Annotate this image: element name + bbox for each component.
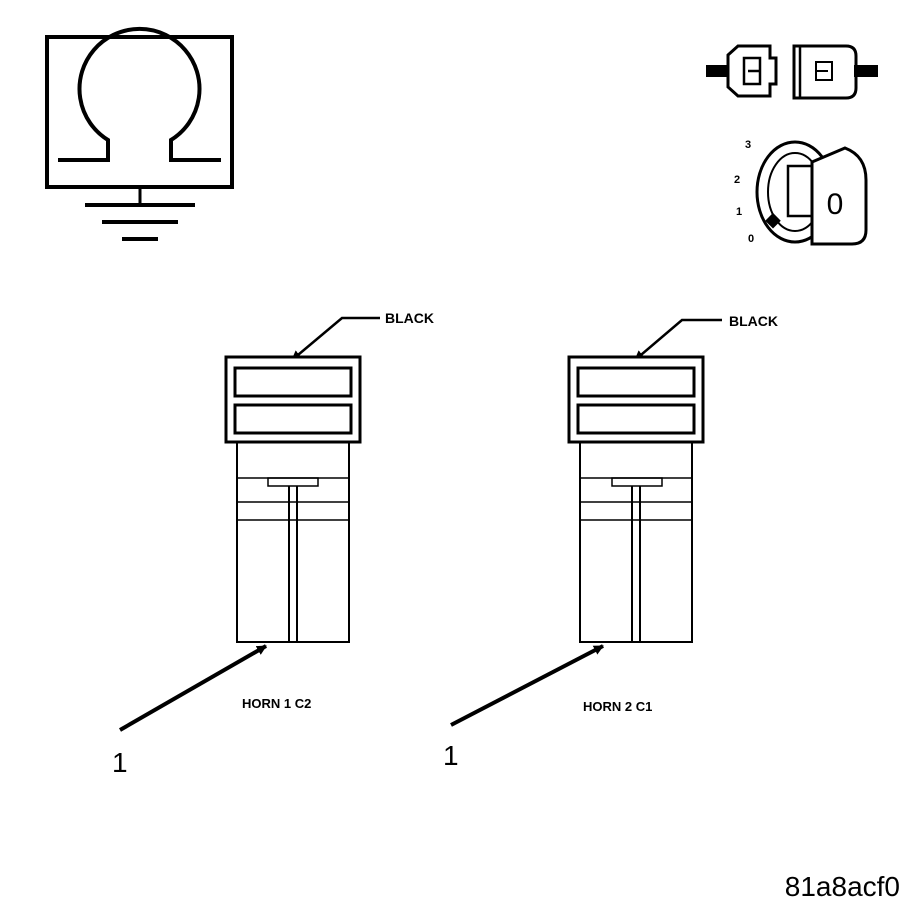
connector-color-label: BLACK (729, 313, 778, 329)
ignition-key-icon: 3 2 1 0 0 (734, 139, 868, 246)
callout-number: 1 (443, 740, 459, 771)
key-position-2: 2 (734, 174, 740, 186)
connector-disconnect-icon (706, 44, 878, 100)
key-position-indicator (765, 212, 781, 229)
key-label: 0 (827, 188, 844, 221)
connector-color-label: BLACK (385, 310, 434, 326)
key-position-1: 1 (736, 206, 742, 218)
horn-2-connector: BLACK HORN 2 C1 1 (443, 313, 778, 771)
key-position-0: 0 (748, 233, 754, 245)
key-position-3: 3 (745, 139, 751, 151)
figure-id: 81a8acf0 (785, 871, 900, 902)
connector-name: HORN 1 C2 (242, 696, 311, 711)
horn-1-connector: BLACK HORN 1 C2 1 (112, 310, 434, 778)
connector-name: HORN 2 C1 (583, 699, 652, 714)
ohmmeter-ground-icon (45, 27, 234, 241)
callout-number: 1 (112, 747, 128, 778)
